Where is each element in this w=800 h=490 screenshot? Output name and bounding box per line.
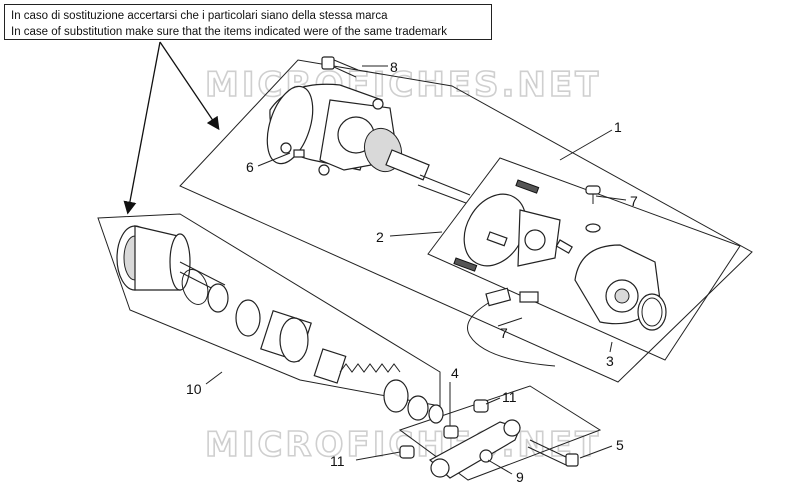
callout-10: 10	[186, 381, 202, 397]
screw-6	[280, 142, 305, 158]
note-italian: In caso di sostituzione accertarsi che i…	[11, 10, 388, 22]
group-outline-2	[427, 157, 741, 361]
end-cover	[574, 244, 667, 331]
callout-8: 8	[390, 59, 398, 75]
note-arrow-right	[159, 41, 220, 131]
substitution-note-box: In caso di sostituzione accertarsi che i…	[4, 4, 492, 40]
armature	[363, 127, 471, 204]
bushing-4	[443, 425, 459, 439]
callout-6: 6	[246, 159, 254, 175]
bushing-11-top	[473, 399, 489, 413]
gear-assembly	[116, 225, 444, 424]
watermark-bottom: MICROFICHES.NET	[205, 425, 601, 465]
cable-7	[467, 287, 556, 367]
callout-1: 1	[614, 119, 622, 135]
screw-7-top	[585, 185, 601, 233]
bolt-5	[527, 439, 579, 467]
callout-3: 3	[606, 353, 614, 369]
callout-9: 9	[516, 469, 524, 485]
watermark-top: MICROFICHES.NET	[205, 65, 601, 105]
callout-11-top: 11	[502, 389, 517, 405]
callout-4: 4	[451, 365, 459, 381]
support-bracket-9	[428, 419, 521, 479]
group-outline-1	[179, 59, 753, 383]
callout-7-cable: 7	[500, 325, 508, 341]
callout-7-top: 7	[630, 193, 638, 209]
note-arrow-left	[123, 41, 161, 215]
callout-11-bottom: 11	[330, 453, 345, 469]
callout-5: 5	[616, 437, 624, 453]
motor-housing	[266, 83, 399, 176]
note-english: In case of substitution make sure that t…	[11, 26, 447, 38]
brush-plate	[453, 179, 573, 272]
bushing-11-bottom	[399, 445, 415, 459]
bolt-8	[321, 56, 359, 78]
callout-2: 2	[376, 229, 384, 245]
